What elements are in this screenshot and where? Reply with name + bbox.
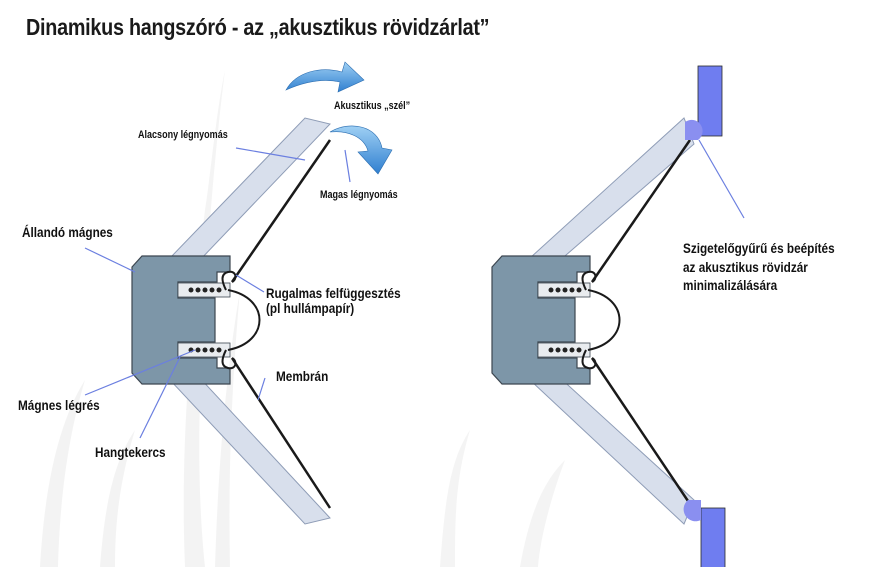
pointer-lines-left <box>84 147 351 439</box>
upper-cone-frame <box>528 117 695 263</box>
right-speaker <box>491 65 745 571</box>
membrane-lower <box>590 357 692 505</box>
label-insulation-line3: minimalizálására <box>683 277 778 293</box>
membrane-lower <box>230 357 332 509</box>
membrane-upper <box>230 139 332 283</box>
label-suspension-line1: Rugalmas felfüggesztés <box>266 285 401 301</box>
label-insulation-line1: Szigetelőgyűrű és beépítés <box>683 240 835 256</box>
baffle-top <box>697 65 723 137</box>
insulation-ring-bottom <box>683 500 701 522</box>
permanent-magnet <box>491 255 591 385</box>
pointer-line-insulation <box>698 139 745 219</box>
permanent-magnet <box>131 255 231 385</box>
curved-arrow-icon <box>285 61 365 93</box>
left-speaker <box>84 61 393 525</box>
insulation-ring-top <box>685 119 703 140</box>
dust-cap <box>227 289 261 351</box>
label-high-pressure: Magas légnyomás <box>320 189 398 201</box>
label-low-pressure: Alacsony légnyomás <box>138 129 228 141</box>
lower-cone-frame <box>528 375 695 525</box>
voice-coil <box>548 287 582 353</box>
label-membrane: Membrán <box>276 368 329 384</box>
page-title: Dinamikus hangszóró - az „akusztikus röv… <box>26 14 490 40</box>
dust-cap <box>587 289 621 351</box>
label-permanent-magnet: Állandó mágnes <box>22 224 113 240</box>
baffle-bottom <box>700 507 726 571</box>
label-voice-coil: Hangtekercs <box>95 444 166 460</box>
label-suspension-line2: (pl hullámpapír) <box>266 300 355 316</box>
label-acoustic-wind: Akusztikus „szél” <box>334 100 411 112</box>
membrane-upper <box>590 139 692 283</box>
curved-arrow-icon <box>329 125 393 175</box>
label-insulation-line2: az akusztikus rövidzár <box>683 259 808 275</box>
label-magnet-air-gap: Mágnes légrés <box>18 397 100 413</box>
